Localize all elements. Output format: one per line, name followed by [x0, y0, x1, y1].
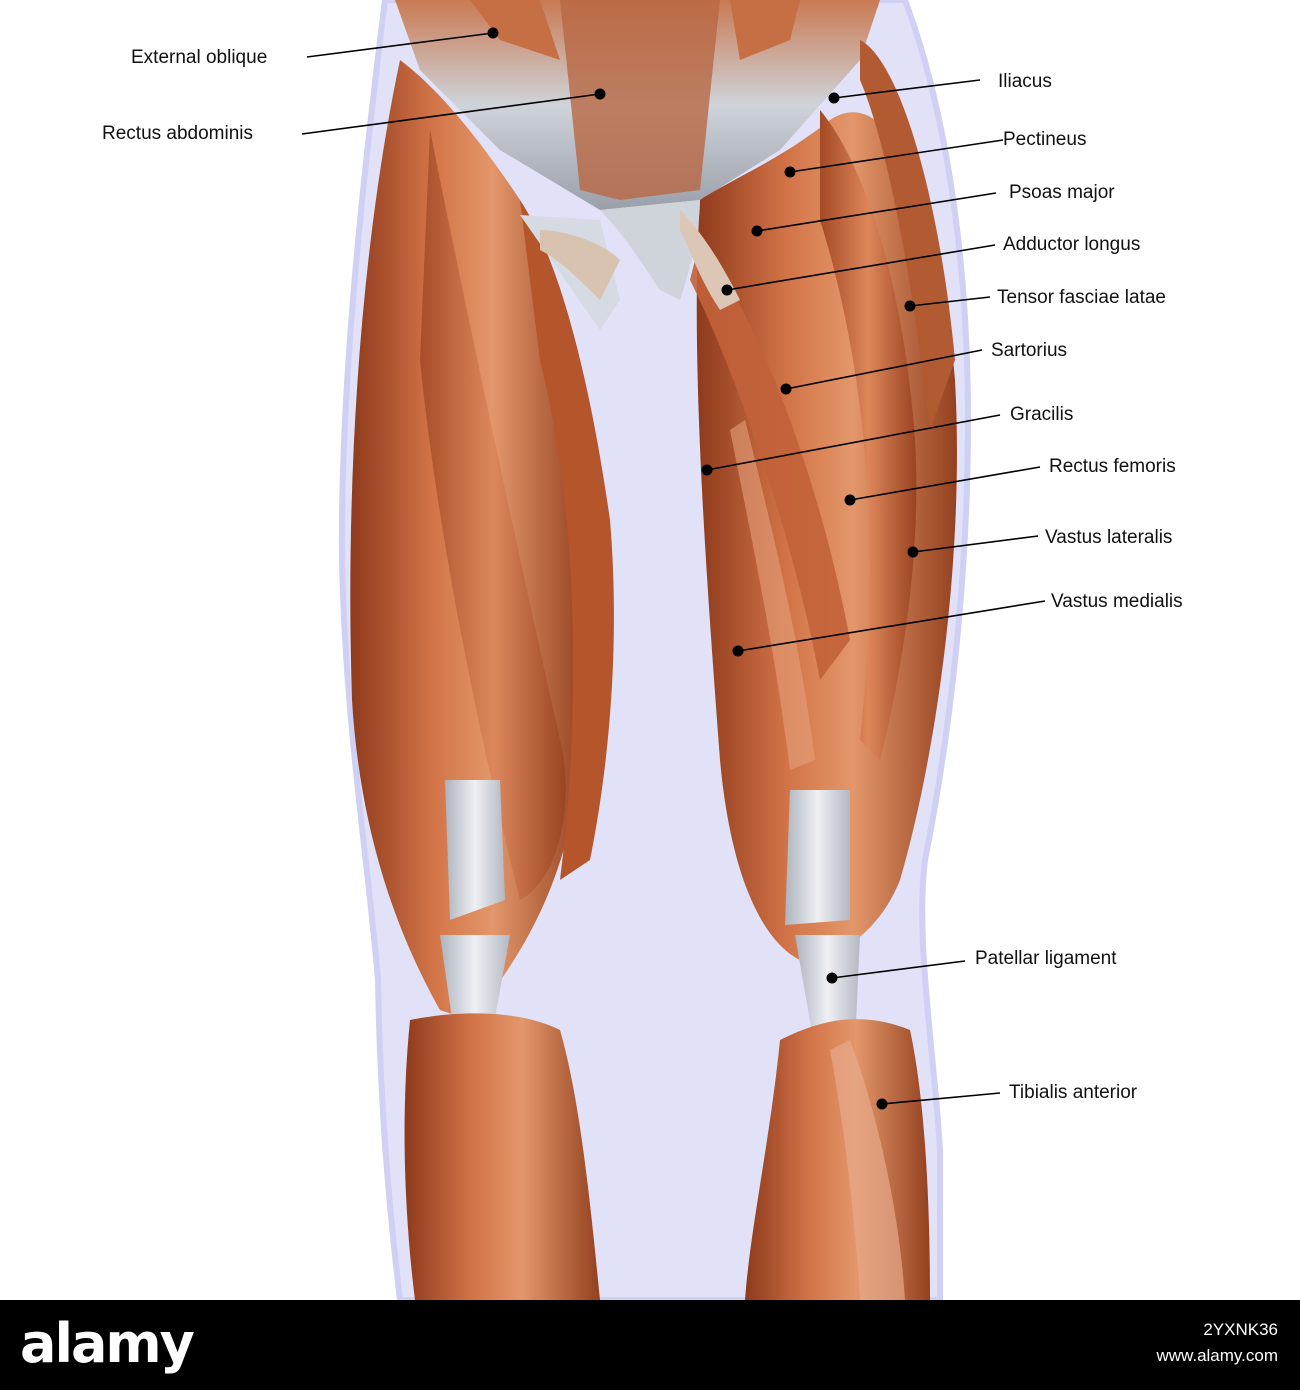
anatomy-figure: External oblique Rectus abdominis Iliacu… [102, 0, 1183, 1300]
label-adductor-longus: Adductor longus [1003, 234, 1141, 255]
leg-muscles-illustration [301, 0, 1046, 1300]
label-tibialis-anterior: Tibialis anterior [1009, 1082, 1138, 1103]
label-gracilis: Gracilis [1010, 404, 1074, 425]
label-rectus-femoris: Rectus femoris [1049, 456, 1176, 477]
image-id: 2YXNK36 [1203, 1320, 1278, 1339]
label-external-oblique: External oblique [131, 47, 268, 68]
label-vastus-medialis: Vastus medialis [1051, 591, 1183, 612]
label-sartorius: Sartorius [991, 340, 1068, 361]
abdomen [395, 0, 880, 210]
label-pectineus: Pectineus [1003, 129, 1087, 150]
watermark-footer: alamy 2YXNK36 www.alamy.com [0, 1300, 1300, 1390]
label-iliacus: Iliacus [998, 71, 1052, 92]
label-rectus-abdominis: Rectus abdominis [102, 123, 254, 144]
leader-dots [487, 27, 919, 1110]
label-tensor-fasciae-latae: Tensor fasciae latae [997, 287, 1166, 308]
alamy-logo: alamy [20, 1312, 195, 1375]
label-psoas-major: Psoas major [1009, 182, 1115, 203]
leader-lines [301, 32, 1046, 1105]
label-vastus-lateralis: Vastus lateralis [1045, 527, 1173, 548]
right-leg [690, 40, 957, 1300]
label-patellar-ligament: Patellar ligament [975, 948, 1117, 969]
image-url: www.alamy.com [1156, 1346, 1278, 1365]
